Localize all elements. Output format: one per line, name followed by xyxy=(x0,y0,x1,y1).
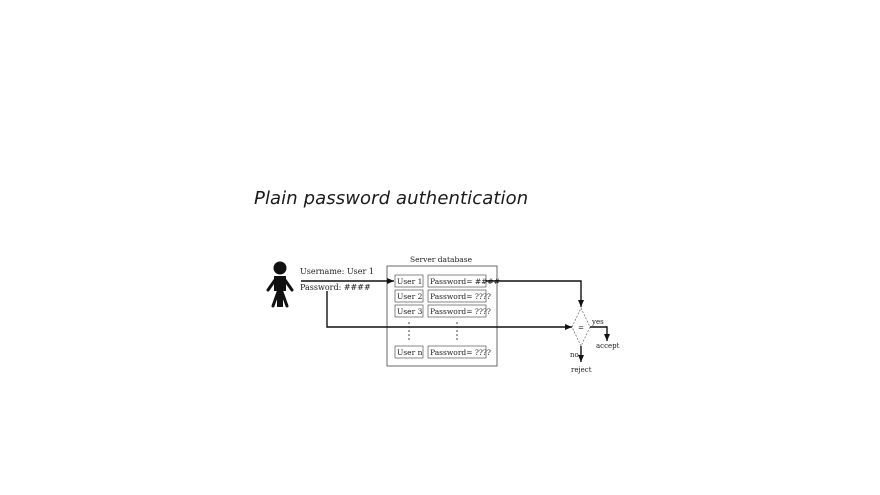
password-cell-label: Password= ???? xyxy=(430,292,491,301)
server-database-label: Server database xyxy=(410,255,473,264)
password-text: Password: #### xyxy=(300,283,371,292)
database-row: User 2 Password= ???? xyxy=(394,289,491,303)
user-cell-label: User n xyxy=(397,348,423,357)
user-cell xyxy=(394,289,424,303)
server-database-box xyxy=(386,265,498,367)
stored-password-arrow xyxy=(486,280,584,307)
password-cell-label: Password= ???? xyxy=(430,348,491,357)
user-cell xyxy=(394,304,424,318)
no-label: no xyxy=(570,351,579,359)
entered-password-arrow xyxy=(326,291,572,330)
password-cell-label: Password= #### xyxy=(430,277,500,286)
slide-title: Plain password authentication xyxy=(254,188,529,209)
yes-label: yes xyxy=(591,318,604,326)
user-cell-label: User 3 xyxy=(397,307,423,316)
user-cell xyxy=(394,345,424,359)
username-text: Username: User 1 xyxy=(300,267,374,276)
password-cell-label: Password= ???? xyxy=(430,307,491,316)
user-cell xyxy=(394,274,424,288)
yes-arrow xyxy=(590,326,610,341)
password-cell xyxy=(427,289,487,303)
user-cell-label: User 2 xyxy=(397,292,423,301)
database-row: User n Password= ???? xyxy=(394,345,491,359)
password-cell xyxy=(427,345,487,359)
ellipsis-dots xyxy=(408,322,458,340)
database-row: User 1 Password= #### xyxy=(394,274,500,288)
user-cell-label: User 1 xyxy=(397,277,422,286)
password-cell xyxy=(427,304,487,318)
reject-label: reject xyxy=(571,366,592,374)
database-row: User 3 Password= ???? xyxy=(394,304,491,318)
user-figure-icon xyxy=(266,261,294,308)
comparison-symbol: = xyxy=(578,324,584,332)
accept-label: accept xyxy=(596,342,620,350)
